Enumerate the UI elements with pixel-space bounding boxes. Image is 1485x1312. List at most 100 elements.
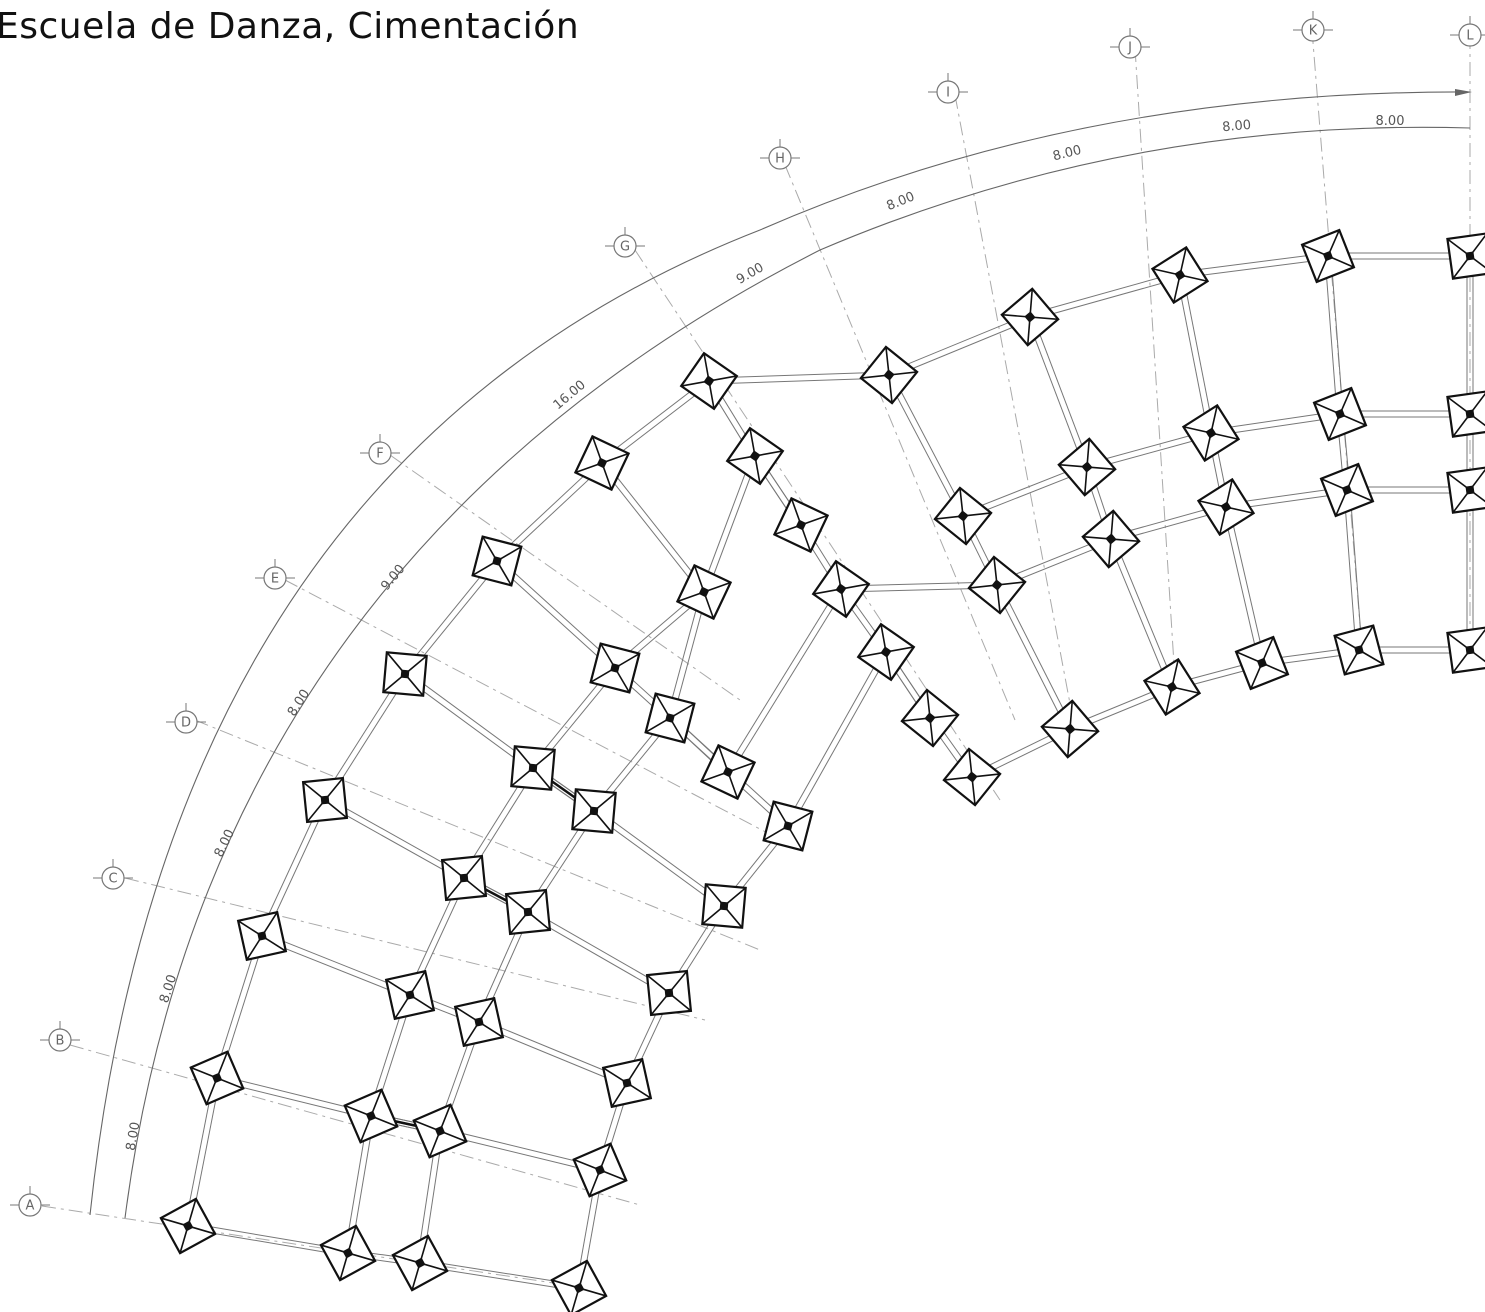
axis-bubble-l: L <box>1450 16 1485 47</box>
footing <box>701 883 747 929</box>
footing <box>967 555 1027 615</box>
dimension-label: 9.00 <box>734 260 767 287</box>
axis-label: K <box>1309 24 1318 39</box>
footing <box>1319 462 1375 518</box>
footing <box>504 888 552 936</box>
footing <box>644 692 696 744</box>
axis-label: I <box>946 86 950 101</box>
footing <box>772 496 830 554</box>
foundation-beam <box>708 371 890 385</box>
footing <box>510 745 556 791</box>
axis-label: J <box>1127 41 1132 56</box>
axis-bubble-c: C <box>93 859 133 890</box>
foundation-beam <box>1029 271 1181 321</box>
footing <box>675 563 733 621</box>
overall-dimension-arc <box>89 91 1471 1216</box>
axis-label: G <box>620 240 630 255</box>
footings <box>159 228 1485 1312</box>
footing <box>762 800 814 852</box>
foundation-beam <box>700 454 759 594</box>
footing <box>900 688 960 748</box>
page-title: Escuela de Danza, Cimentación <box>0 6 580 47</box>
footing <box>572 1142 628 1198</box>
axis-label: B <box>56 1034 65 1049</box>
dimension-label: 9.00 <box>378 562 408 594</box>
footing <box>1300 228 1356 284</box>
footing <box>1040 699 1100 759</box>
footing <box>319 1224 377 1282</box>
footing <box>412 1103 468 1159</box>
footing <box>933 486 993 546</box>
footing <box>589 642 641 694</box>
axis-label: E <box>271 572 279 587</box>
foundation-beam <box>1466 256 1474 414</box>
footing <box>453 996 505 1048</box>
axis-line-h <box>784 164 1016 721</box>
footing <box>679 351 739 411</box>
axis-label: F <box>376 447 383 462</box>
foundation-beam <box>1466 490 1474 650</box>
footing <box>550 1259 608 1312</box>
axis-bubble-j: J <box>1110 28 1150 59</box>
axis-bubble-b: B <box>40 1021 80 1052</box>
dimension-label: 8.00 <box>285 687 313 719</box>
footing <box>1150 245 1210 305</box>
footing <box>1142 657 1202 717</box>
footing <box>1196 477 1256 537</box>
axis-bubble-a: A <box>10 1186 50 1217</box>
footing <box>1181 403 1241 463</box>
footing <box>159 1197 217 1255</box>
foundation-beam <box>1324 255 1344 415</box>
axis-bubble-k: K <box>1293 11 1333 42</box>
foundation-beam <box>885 373 967 518</box>
footing <box>699 743 757 801</box>
axis-bubble-d: D <box>166 703 206 734</box>
footing <box>301 776 349 824</box>
foundation-beam <box>1107 537 1176 689</box>
axis-line-b <box>69 1044 641 1206</box>
axis-bubble-g: G <box>605 227 645 258</box>
footing <box>1234 635 1290 691</box>
foundation-beam <box>494 558 618 671</box>
foundation-beam <box>1026 315 1091 469</box>
footing <box>1081 509 1141 569</box>
axis-bubble-i: I <box>928 73 968 104</box>
footing <box>573 434 631 492</box>
footing <box>471 535 523 587</box>
axis-line-k <box>1311 29 1363 651</box>
foundation-beam <box>1343 489 1363 651</box>
foundation-beam <box>1176 274 1215 434</box>
footing <box>645 969 693 1017</box>
axis-label: C <box>108 872 117 887</box>
footing <box>1446 466 1485 514</box>
dimension-label: 8.00 <box>884 189 916 214</box>
footing <box>343 1088 399 1144</box>
dimension-label: 8.00 <box>1222 118 1252 135</box>
axis-bubble-e: E <box>255 559 295 590</box>
foundation-beam <box>725 587 844 774</box>
foundation-beam <box>784 650 890 828</box>
footing <box>856 622 916 682</box>
axis-label: A <box>26 1199 35 1214</box>
dimension-label: 16.00 <box>551 378 589 413</box>
footing <box>1333 624 1385 676</box>
axis-line-f <box>389 454 741 701</box>
axis-line-j <box>1134 47 1176 681</box>
axis-label: D <box>181 716 191 731</box>
footing <box>1312 386 1368 442</box>
footing <box>384 969 436 1021</box>
foundation-beam <box>1222 506 1266 664</box>
axis-label: L <box>1466 29 1474 44</box>
footing <box>1446 232 1485 280</box>
footing <box>1000 287 1060 347</box>
foundation-beam <box>1179 252 1329 279</box>
foundation-beam <box>599 460 707 595</box>
footing <box>601 1057 653 1109</box>
axis-bubble-f: F <box>360 434 400 465</box>
footing <box>942 747 1002 807</box>
axis-label: H <box>775 152 785 167</box>
footing <box>440 854 488 902</box>
footing <box>1446 626 1485 674</box>
footing <box>236 910 288 962</box>
